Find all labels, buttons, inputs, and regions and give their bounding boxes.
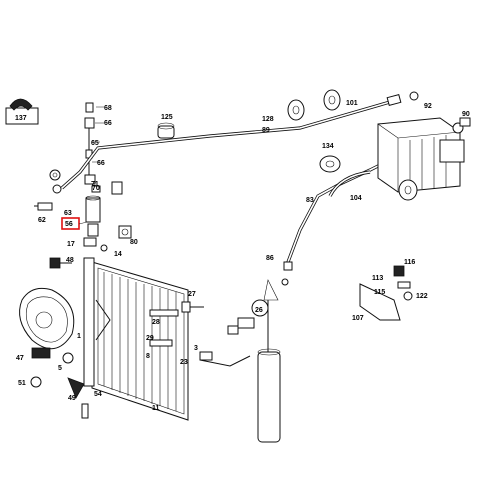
part-47: 47 5 bbox=[16, 347, 74, 372]
label-23[interactable]: 23 bbox=[180, 359, 188, 366]
label-101[interactable]: 101 bbox=[346, 100, 358, 107]
part-17-14: 17 14 bbox=[67, 237, 122, 258]
part-51-49-54: 51 49 54 bbox=[18, 376, 102, 419]
label-48[interactable]: 48 bbox=[66, 257, 74, 264]
valve-stack: 68 66 65 66 71 bbox=[84, 102, 112, 188]
condenser: 1 29 8 28 23 11 bbox=[77, 257, 189, 421]
label-70[interactable]: 70 bbox=[92, 185, 100, 192]
label-62[interactable]: 62 bbox=[38, 217, 46, 224]
label-49[interactable]: 49 bbox=[68, 395, 76, 402]
label-47[interactable]: 47 bbox=[16, 355, 24, 362]
label-137[interactable]: 137 bbox=[15, 115, 27, 122]
label-92[interactable]: 92 bbox=[424, 103, 432, 110]
part-27: 27 3 bbox=[181, 291, 213, 361]
grommet-right bbox=[398, 179, 418, 201]
bracket-right: 116 113 115 107 122 bbox=[352, 259, 428, 322]
receiver-26: 26 bbox=[227, 279, 281, 443]
grommets-128-101: 128 101 bbox=[262, 89, 358, 123]
callout-56[interactable]: 56 bbox=[61, 217, 88, 230]
label-56[interactable]: 56 bbox=[65, 221, 73, 228]
label-68[interactable]: 68 bbox=[104, 105, 112, 112]
part-80: 80 bbox=[118, 225, 138, 246]
label-115[interactable]: 115 bbox=[374, 289, 385, 296]
fan-shroud bbox=[19, 287, 75, 350]
part-92-90: 92 90 bbox=[409, 91, 471, 127]
label-14[interactable]: 14 bbox=[114, 251, 122, 258]
label-83[interactable]: 83 bbox=[306, 197, 314, 204]
label-90[interactable]: 90 bbox=[462, 111, 470, 118]
label-28[interactable]: 28 bbox=[152, 319, 160, 326]
label-113[interactable]: 113 bbox=[372, 275, 383, 282]
label-122[interactable]: 122 bbox=[416, 293, 428, 300]
hose-104: 104 bbox=[328, 170, 371, 202]
label-89[interactable]: 89 bbox=[262, 127, 270, 134]
label-17[interactable]: 17 bbox=[67, 241, 75, 248]
upper-pipe-89: 89 bbox=[52, 93, 402, 194]
label-65[interactable]: 65 bbox=[91, 140, 99, 147]
label-80[interactable]: 80 bbox=[130, 239, 138, 246]
lower-pipe bbox=[199, 355, 251, 367]
label-66b[interactable]: 66 bbox=[97, 160, 105, 167]
label-27[interactable]: 27 bbox=[188, 291, 196, 298]
label-107[interactable]: 107 bbox=[352, 315, 364, 322]
part-125: 125 bbox=[157, 114, 175, 139]
label-66[interactable]: 66 bbox=[104, 120, 112, 127]
label-63[interactable]: 63 bbox=[64, 210, 72, 217]
label-104[interactable]: 104 bbox=[350, 195, 362, 202]
label-51[interactable]: 51 bbox=[18, 380, 26, 387]
clip-137: 137 bbox=[5, 98, 39, 125]
drier-area: 70 63 62 bbox=[34, 169, 123, 237]
label-71[interactable]: 71 bbox=[91, 181, 99, 188]
part-134: 134 bbox=[319, 143, 341, 173]
label-134[interactable]: 134 bbox=[322, 143, 334, 150]
label-26[interactable]: 26 bbox=[255, 307, 263, 314]
label-128[interactable]: 128 bbox=[262, 116, 274, 123]
label-1[interactable]: 1 bbox=[77, 333, 81, 340]
label-11[interactable]: 11 bbox=[152, 405, 160, 412]
label-116[interactable]: 116 bbox=[404, 259, 415, 266]
label-5[interactable]: 5 bbox=[58, 365, 62, 372]
label-8[interactable]: 8 bbox=[146, 353, 150, 360]
part-48: 48 bbox=[49, 257, 74, 269]
evaporator bbox=[377, 117, 465, 193]
label-54[interactable]: 54 bbox=[94, 391, 102, 398]
label-29[interactable]: 29 bbox=[146, 335, 154, 342]
label-3[interactable]: 3 bbox=[194, 345, 198, 352]
label-86[interactable]: 86 bbox=[266, 255, 274, 262]
label-125[interactable]: 125 bbox=[161, 114, 173, 121]
